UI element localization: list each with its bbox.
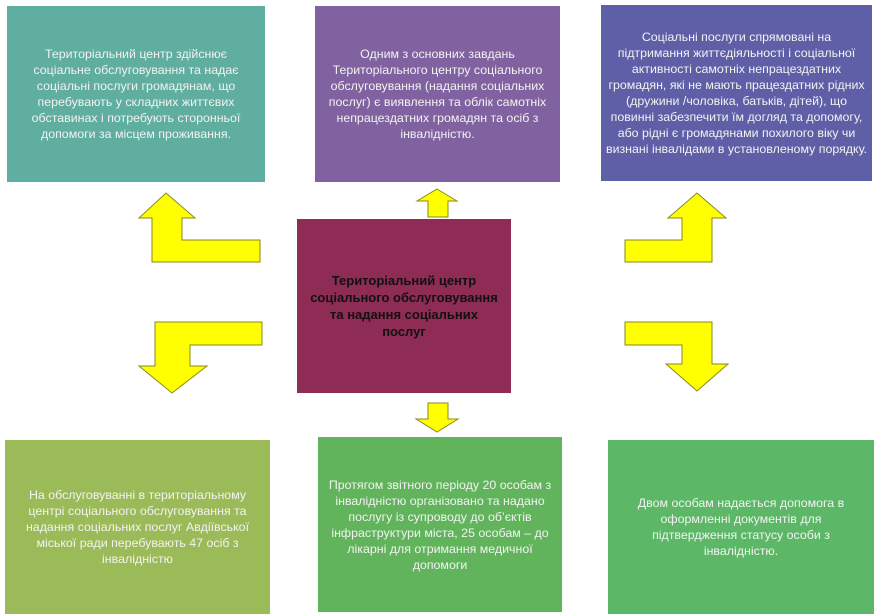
info-box-main-task: Одним з основних завдань Територіального… (315, 6, 560, 182)
info-box-text: На обслуговуванні в територіальному цент… (25, 488, 250, 566)
info-box-text: Двом особам надається допомога в оформле… (637, 496, 845, 558)
info-box-text: Протягом звітного періоду 20 особам з ін… (328, 477, 552, 572)
info-box-served-persons: На обслуговуванні в територіальному цент… (5, 440, 270, 614)
info-box-text: Соціальні послуги спрямовані на підтрима… (605, 30, 867, 156)
arrow-up-left-icon (137, 192, 261, 263)
info-box-text: Територіальний центр здійснює соціальне … (31, 47, 241, 141)
info-box-territorial-center: Територіальний центр здійснює соціальне … (7, 6, 265, 182)
arrow-down-left-icon (137, 321, 263, 394)
arrow-down-center-icon (414, 402, 460, 433)
info-box-social-services: Соціальні послуги спрямовані на підтрима… (601, 5, 872, 181)
info-box-documents-help: Двом особам надається допомога в оформле… (608, 440, 874, 614)
arrow-down-right-icon (624, 321, 730, 392)
info-box-escort-services: Протягом звітного періоду 20 особам з ін… (318, 437, 562, 612)
central-box: Територіальний центр соціального обслуго… (297, 219, 511, 393)
central-box-title: Територіальний центр соціального обслуго… (310, 273, 498, 339)
info-box-text: Одним з основних завдань Територіального… (328, 47, 547, 141)
arrow-up-right-icon (624, 192, 728, 263)
arrow-up-center-icon (415, 188, 459, 218)
